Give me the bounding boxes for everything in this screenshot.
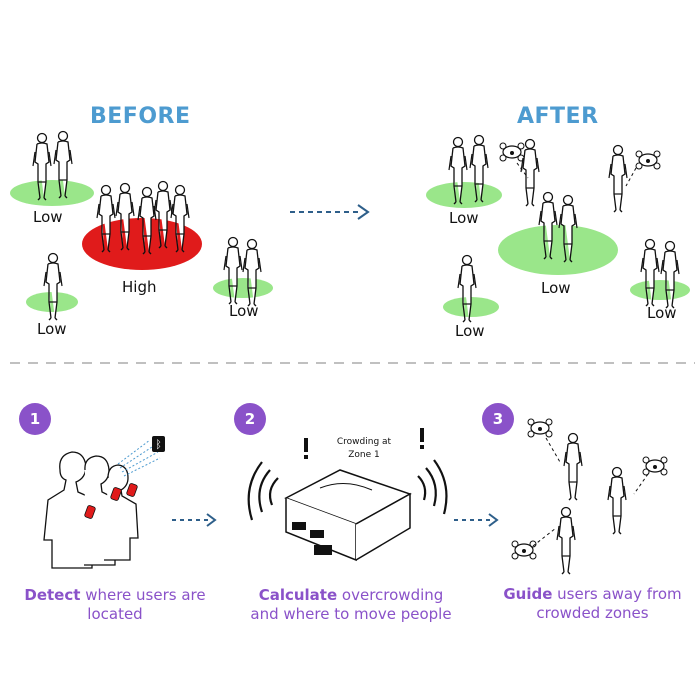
- step-1-caption: Detect where users are located: [10, 586, 220, 624]
- wifi-signal-icon: [247, 461, 279, 521]
- step-arrow: [454, 513, 499, 527]
- step-2-badge: 2: [234, 403, 266, 435]
- wifi-signal-icon: [417, 459, 448, 515]
- step2-device: [247, 428, 448, 562]
- zone-label: Low: [647, 304, 677, 322]
- zone-label: Low: [541, 279, 571, 297]
- step1-illustration: ᛒ: [43, 436, 165, 569]
- person-figure: [607, 466, 627, 535]
- transition-arrow: [290, 204, 370, 220]
- exclamation-icon: [304, 438, 308, 459]
- step-1-bold: Detect: [24, 586, 81, 604]
- step-3-line2: crowded zones: [536, 604, 649, 622]
- zone-label: Low: [455, 322, 485, 340]
- low-zone-ellipse: [10, 180, 94, 206]
- step-3-bold: Guide: [503, 585, 553, 603]
- step-2-bold: Calculate: [258, 586, 338, 604]
- zone-label: Low: [449, 209, 479, 227]
- drone-icon: [635, 150, 661, 170]
- phone-icon: [84, 505, 96, 519]
- phone-icon: [126, 483, 138, 497]
- drone-icon: [499, 142, 525, 162]
- zone-label: High: [122, 278, 157, 296]
- device-caption: Crowding at Zone 1: [324, 436, 404, 462]
- bluetooth-signal: [117, 439, 161, 477]
- step-3-caption: Guide users away from crowded zones: [490, 585, 695, 623]
- person-figure: [563, 432, 583, 501]
- high-zone-ellipse: [82, 218, 202, 270]
- drone-icon: [527, 418, 553, 438]
- drone-icon: [642, 456, 668, 476]
- after-heading: AFTER: [517, 104, 599, 129]
- person-figure: [556, 506, 576, 575]
- low-zone-ellipse: [426, 182, 502, 208]
- drone-icon: [511, 540, 537, 560]
- low-zone-ellipse: [498, 225, 618, 275]
- zone-label: Low: [229, 302, 259, 320]
- device-caption-line1: Crowding at: [336, 437, 392, 447]
- step-arrow: [172, 513, 217, 527]
- step3-illustration: [511, 418, 668, 575]
- zone-label: Low: [33, 208, 63, 226]
- low-zone-ellipse: [213, 278, 273, 298]
- step-2-caption: Calculate overcrowding and where to move…: [236, 586, 466, 624]
- step-1-text: where users are: [80, 586, 206, 604]
- before-heading: BEFORE: [90, 104, 191, 129]
- svg-text:ᛒ: ᛒ: [155, 438, 162, 451]
- step-1-line2: located: [87, 605, 143, 623]
- zone-label: Low: [37, 320, 67, 338]
- exclamation-icon: [420, 428, 424, 449]
- phone-icon: [110, 487, 122, 501]
- step-1-badge: 1: [19, 403, 51, 435]
- step-2-line2: and where to move people: [250, 605, 452, 623]
- step-3-text: users away from: [552, 585, 682, 603]
- person-figure: [520, 138, 540, 207]
- low-zone-ellipse: [630, 280, 690, 300]
- step-2-text: overcrowding: [337, 586, 444, 604]
- bluetooth-icon: [152, 436, 165, 452]
- device-caption-line2: Zone 1: [348, 450, 380, 460]
- step-3-badge: 3: [482, 403, 514, 435]
- person-figure: [608, 144, 628, 213]
